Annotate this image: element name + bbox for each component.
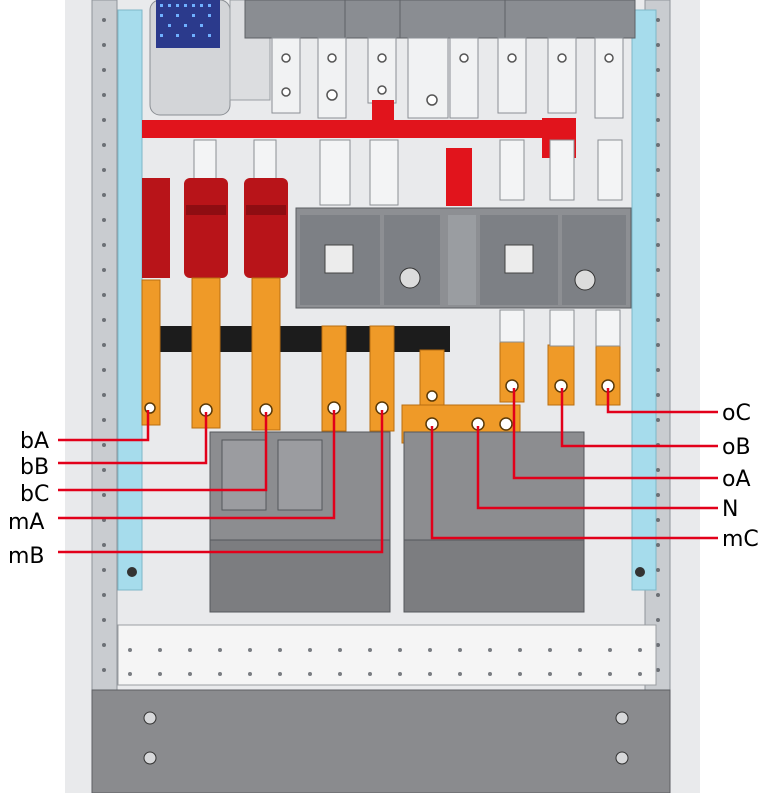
top-breaker-row: [244, 0, 636, 39]
terminal-rail: [117, 624, 657, 686]
breaker-3-window: [504, 244, 534, 274]
left-side-rail: [117, 9, 143, 591]
busbar-tab: [372, 100, 394, 120]
terminal-rail-holes: [128, 648, 642, 676]
label-bB: bB: [20, 455, 49, 480]
neutral-red-block: [446, 148, 472, 206]
meter-grid: [160, 4, 211, 37]
leader-oA: [512, 388, 718, 480]
label-mB: mB: [8, 544, 45, 569]
leader-mA: [58, 410, 336, 520]
leader-lines: [58, 388, 718, 554]
lower-breaker-right-base: [403, 539, 585, 613]
leader-bC: [58, 412, 268, 492]
label-mC: mC: [722, 527, 759, 552]
leader-bB: [58, 412, 208, 465]
label-bC: bC: [20, 482, 49, 507]
upright-holes: [102, 18, 660, 672]
red-busbar: [142, 120, 562, 138]
breaker-1-window: [324, 244, 354, 274]
outgoing-plates: [499, 309, 621, 347]
leader-bA: [58, 410, 150, 442]
breaker-4: [562, 215, 626, 305]
leader-N: [476, 426, 718, 510]
right-rail-screw: [635, 567, 645, 577]
breaker-2-knob: [399, 267, 421, 289]
fuses: [142, 178, 288, 278]
leader-mC: [430, 426, 718, 540]
meter-display: [156, 0, 220, 48]
label-oA: oA: [722, 467, 751, 492]
mid-plates: [193, 139, 623, 206]
leader-oB: [560, 388, 718, 448]
label-oC: oC: [722, 401, 751, 426]
plinth-screws: [143, 711, 629, 765]
breaker-2: [384, 215, 440, 305]
label-mA: mA: [8, 510, 44, 535]
label-oB: oB: [722, 435, 751, 460]
leader-mB: [58, 410, 384, 554]
leader-oC: [606, 388, 718, 414]
upper-plate-holes: [281, 53, 614, 106]
upper-plates: [271, 37, 624, 119]
right-side-rail: [631, 9, 657, 591]
lower-breaker-left-pole-2: [277, 439, 323, 511]
copper-lugs-left: [141, 277, 445, 432]
copper-lugs-right: [499, 339, 621, 406]
left-rail-screw: [127, 567, 137, 577]
breaker-4-knob: [574, 269, 596, 291]
breaker-gap: [448, 215, 476, 305]
label-N: N: [722, 497, 738, 522]
label-bA: bA: [20, 429, 49, 454]
plinth: [91, 689, 671, 793]
lower-breaker-left-pole-1: [221, 439, 267, 511]
